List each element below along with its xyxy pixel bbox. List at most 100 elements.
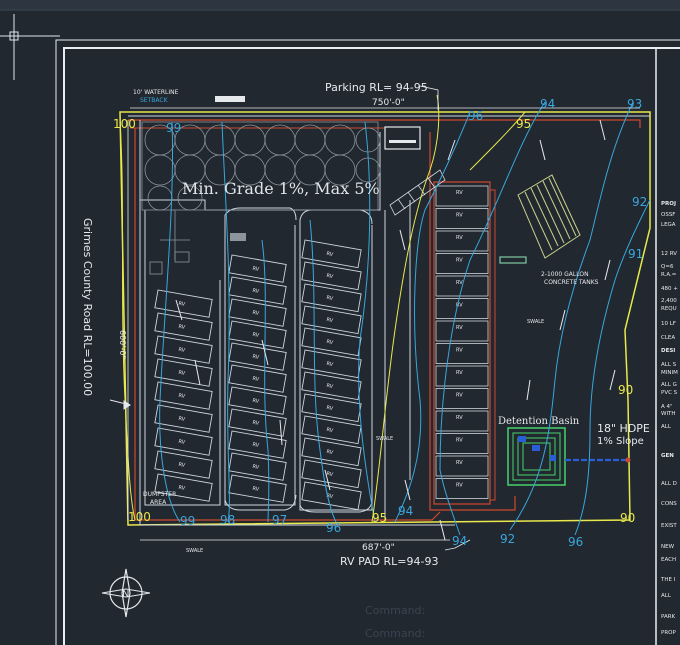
rv-pad: RV <box>435 455 489 477</box>
rv-pad: RV <box>301 349 362 379</box>
note-line: ALL S <box>661 362 677 368</box>
rv-pad-label: RV <box>178 439 186 446</box>
dumpster-label-1: DUMPSTER <box>143 491 176 498</box>
rv-pad-label: RV <box>252 288 260 295</box>
rv-pad-label: RV <box>326 339 334 346</box>
note-line: DESI <box>661 348 675 354</box>
bottom-dimension: 687'-0" <box>362 543 395 553</box>
rv-pad-label: RV <box>456 460 463 466</box>
rv-pad: RV <box>435 185 489 207</box>
drawing-frame <box>55 39 680 645</box>
rv-pad-label: RV <box>252 398 260 405</box>
rv-pad-label: RV <box>252 442 260 449</box>
rv-pad-label: RV <box>252 376 260 383</box>
svg-text:99: 99 <box>180 514 195 528</box>
contour-labels: 100 100 99 99 98 97 96 96 95 95 94 94 94… <box>113 97 647 549</box>
rv-pad: RV <box>435 320 489 342</box>
note-line: 12 RV <box>661 251 677 257</box>
rv-pad-label: RV <box>178 462 186 469</box>
svg-text:95: 95 <box>372 511 387 525</box>
rv-pad-label: RV <box>252 266 260 273</box>
rv-pad-label: RV <box>456 438 463 444</box>
rv-pad: RV <box>435 365 489 387</box>
rv-pad: RV <box>228 320 287 349</box>
svg-text:94: 94 <box>398 504 413 518</box>
hatched-area <box>141 121 381 275</box>
note-line: Q=6 <box>661 264 674 270</box>
drain-field <box>517 174 581 259</box>
rv-pad: RV <box>301 481 362 511</box>
shelter-block <box>215 96 245 102</box>
flow-arrows <box>109 119 616 541</box>
rv-pad-label: RV <box>456 415 463 421</box>
rv-pad: RV <box>228 386 287 415</box>
top-toolbar <box>0 0 680 10</box>
note-line: 2,400 <box>661 298 677 304</box>
parking-label: Parking RL= 94-95 <box>325 81 428 94</box>
slope-label: 1% Slope <box>597 436 644 447</box>
command-line-1[interactable]: Command: <box>365 604 425 617</box>
svg-text:94: 94 <box>540 97 555 111</box>
dumpster-label-2: AREA <box>150 499 167 506</box>
note-line: ALL D <box>661 481 677 487</box>
note-line: EACH <box>661 557 676 563</box>
office-building <box>384 126 421 150</box>
rv-pad-label: RV <box>326 449 334 456</box>
note-line: PARK <box>661 614 676 620</box>
rv-pad-label: RV <box>178 370 186 377</box>
rv-pad-label: RV <box>456 280 463 286</box>
rv-pad-label: RV <box>456 190 463 196</box>
rv-pad-label: RV <box>326 295 334 302</box>
svg-text:93: 93 <box>627 97 642 111</box>
note-line: WITH <box>661 411 676 417</box>
rv-pad: RV <box>435 208 489 229</box>
note-line: THE I <box>660 577 676 583</box>
rv-pad: RV <box>228 430 287 459</box>
svg-text:100: 100 <box>128 510 151 524</box>
north-arrow-icon: N <box>101 568 151 618</box>
rv-pad: RV <box>228 408 287 437</box>
swale-label-2: SWALE <box>527 319 544 325</box>
contour-lines <box>159 101 651 536</box>
grade-lines <box>119 94 526 523</box>
hdpe-label: 18" HDPE <box>597 422 650 435</box>
rv-pad: RV <box>435 275 489 297</box>
angled-parking <box>389 169 446 216</box>
setback-label: SETBACK <box>140 97 169 104</box>
rv-pad-label: RV <box>456 258 463 264</box>
rv-pad-label: RV <box>456 370 463 376</box>
svg-text:94: 94 <box>452 534 467 548</box>
note-line: OSSF <box>661 212 675 218</box>
rv-pad: RV <box>301 371 362 401</box>
rv-pad-label: RV <box>178 347 186 354</box>
rv-pad-label: RV <box>178 301 186 308</box>
note-line: CONS <box>661 501 677 507</box>
rv-pad: RV <box>228 276 287 305</box>
svg-text:97: 97 <box>272 513 287 527</box>
rv-pad: RV <box>228 452 287 481</box>
note-line: LEGA <box>661 222 676 228</box>
note-line: EXIST <box>661 523 677 529</box>
rv-pad-label: RV <box>178 485 186 492</box>
septic-tanks <box>499 256 527 264</box>
svg-text:92: 92 <box>500 532 515 546</box>
rv-pad-label: RV <box>326 493 334 500</box>
rv-pad: RV <box>228 474 287 503</box>
waterline-label: 10' WATERLINE <box>133 89 179 96</box>
rv-pad: RV <box>435 298 489 319</box>
rv-pad: RV <box>154 404 213 433</box>
command-line-2[interactable]: Command: <box>365 627 425 640</box>
rv-pad-label: RV <box>326 361 334 368</box>
rv-pad: RV <box>435 388 489 409</box>
rv-pad-label: RV PAD RL=94-93 <box>340 555 438 568</box>
rv-pad: RV <box>435 410 489 432</box>
note-line: ALL G <box>661 382 677 388</box>
rv-pad: RV <box>154 450 213 479</box>
rv-pad: RV <box>301 459 362 489</box>
rv-pad: RV <box>435 433 489 454</box>
left-dimension: 600'-0" <box>118 330 127 359</box>
